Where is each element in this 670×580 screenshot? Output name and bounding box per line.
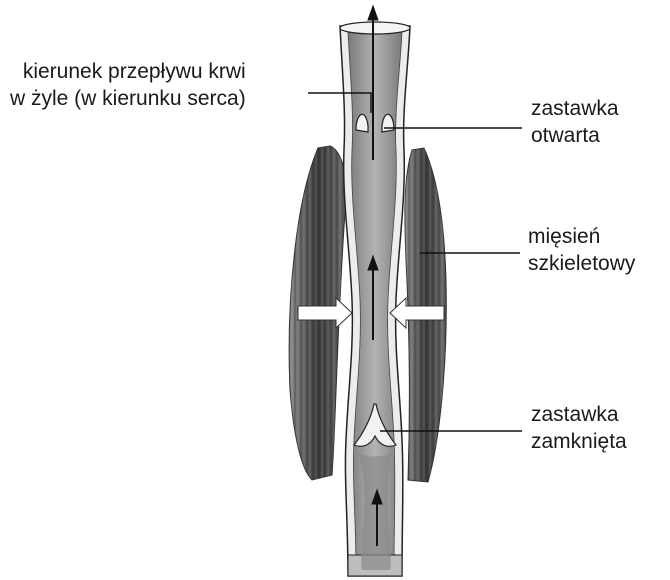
label-muscle-line2: szkieletowy bbox=[528, 250, 635, 277]
label-blood-flow-direction: kierunek przepływu krwi w żyle (w kierun… bbox=[10, 58, 246, 112]
label-open-line2: otwarta bbox=[531, 122, 619, 149]
label-closed-line1: zastawka bbox=[531, 401, 627, 428]
label-flow-line1: kierunek przepływu krwi bbox=[10, 58, 246, 85]
label-muscle-line1: mięsień bbox=[528, 223, 635, 250]
label-flow-line2: w żyle (w kierunku serca) bbox=[10, 85, 246, 112]
label-skeletal-muscle: mięsień szkieletowy bbox=[528, 223, 635, 277]
label-valve-closed: zastawka zamknięta bbox=[531, 401, 627, 455]
label-closed-line2: zamknięta bbox=[531, 428, 627, 455]
label-open-line1: zastawka bbox=[531, 95, 619, 122]
label-valve-open: zastawka otwarta bbox=[531, 95, 619, 149]
